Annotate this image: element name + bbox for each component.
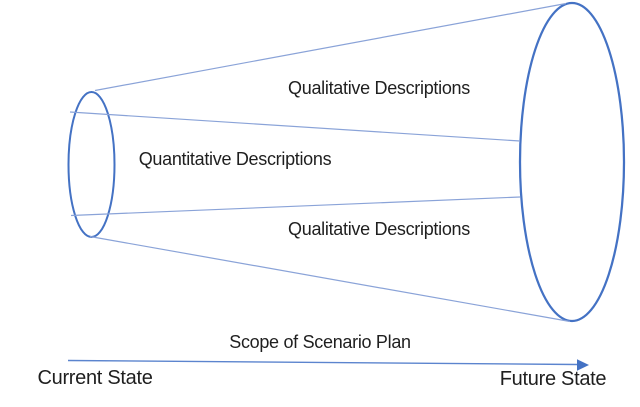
- scope-arrow-shaft: [67, 359, 578, 366]
- scope-arrow: [67, 359, 589, 371]
- label-current-state: Current State: [37, 367, 153, 389]
- future-state-ellipse: [518, 1, 626, 323]
- cone-top-edge-line: [94, 2, 567, 92]
- cone-bottom-edge-line: [89, 235, 571, 323]
- upper-divider-line: [69, 111, 521, 142]
- lower-divider-line: [70, 196, 521, 217]
- right-arrowhead-icon: [577, 359, 589, 371]
- label-qualitative-descriptions-bottom: Qualitative Descriptions: [288, 219, 470, 239]
- label-qualitative-descriptions-top: Qualitative Descriptions: [288, 78, 470, 98]
- label-quantitative-descriptions: Quantitative Descriptions: [138, 149, 332, 169]
- label-future-state: Future State: [499, 368, 607, 390]
- label-scope-of-scenario-plan: Scope of Scenario Plan: [229, 332, 411, 352]
